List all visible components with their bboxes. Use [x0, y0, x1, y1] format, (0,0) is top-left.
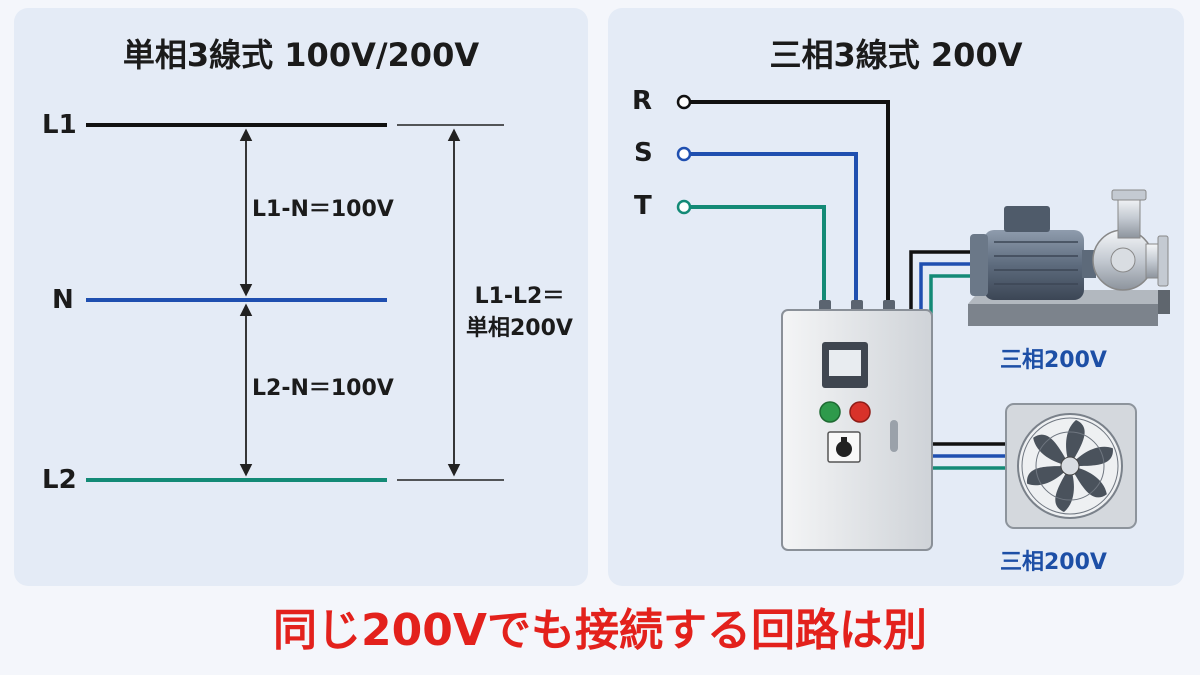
- phase-label-t: T: [634, 191, 652, 221]
- terminal-t: [676, 199, 692, 215]
- voltage-l1-l2-line1: L1-L2＝: [474, 284, 565, 309]
- footer-message: 同じ200Vでも接続する回路は別: [273, 605, 927, 656]
- pump-voltage-label: 三相200V: [1000, 348, 1107, 373]
- terminal-r: [676, 94, 692, 110]
- wire-t: [687, 205, 826, 308]
- phase-label-r: R: [632, 86, 653, 116]
- wire-r: [687, 100, 890, 308]
- wire-s: [687, 152, 858, 308]
- control-box: [781, 300, 933, 551]
- terminal-s: [676, 146, 692, 162]
- exhaust-fan: [1005, 403, 1137, 529]
- fan-voltage-label: 三相200V: [1000, 550, 1107, 575]
- phase-label-s: S: [634, 138, 653, 168]
- label-l2: L2: [42, 465, 77, 495]
- single-phase-diagram: [86, 123, 504, 482]
- voltage-l2-n: L2-N＝100V: [252, 376, 394, 401]
- start-button-green: [819, 401, 841, 423]
- single-phase-title: 単相3線式 100V/200V: [122, 36, 480, 74]
- three-phase-title: 三相3線式 200V: [769, 36, 1023, 74]
- voltage-l1-n: L1-N＝100V: [252, 197, 394, 222]
- three-phase-panel: 三相3線式 200V: [608, 8, 1184, 586]
- wire-out-pump-green: [929, 274, 976, 408]
- label-l1: L1: [42, 110, 77, 140]
- pump-motor: [968, 189, 1170, 326]
- single-phase-panel: 単相3線式 100V/200V L1 N L2 L1-N＝100V L2-N＝1…: [14, 8, 588, 586]
- voltage-l1-l2-line2: 単相200V: [466, 316, 573, 341]
- three-phase-diagram: [676, 94, 1170, 551]
- label-n: N: [52, 285, 74, 315]
- voltage-l1-l2: L1-L2＝ 単相200V: [466, 278, 573, 342]
- stop-button-red: [849, 401, 871, 423]
